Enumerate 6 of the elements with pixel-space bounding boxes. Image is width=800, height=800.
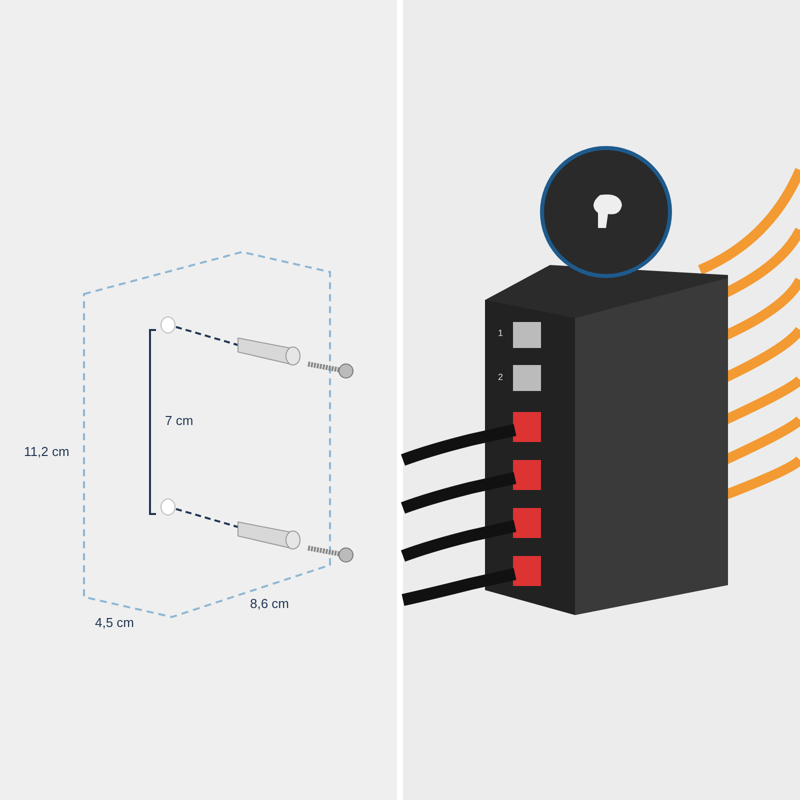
dimension-label: 7 cm <box>165 413 194 428</box>
dimension-label: 11,2 cm <box>24 444 70 459</box>
port-number: 2 <box>498 372 504 382</box>
dimension-label: 4,5 cm <box>95 615 134 630</box>
port-number: 1 <box>498 328 504 338</box>
dimension-label: 8,6 cm <box>250 596 290 611</box>
